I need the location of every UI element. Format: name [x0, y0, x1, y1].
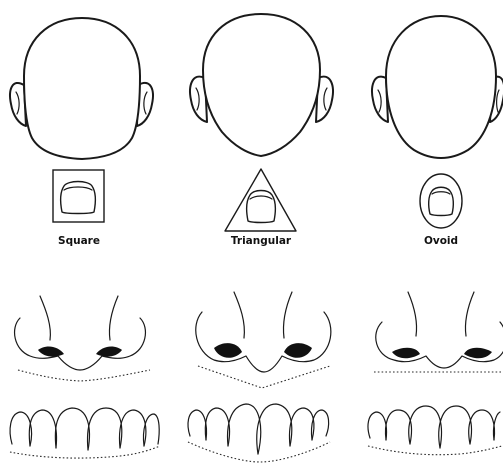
baseline-dots	[198, 366, 330, 388]
tooth	[439, 406, 472, 448]
tooth-outline	[247, 191, 276, 223]
tooth	[290, 408, 314, 446]
tooth	[368, 412, 387, 440]
tooth	[409, 406, 442, 448]
tooth	[120, 410, 146, 448]
nostril-left	[392, 348, 420, 359]
teeth-square	[10, 408, 160, 458]
tooth	[257, 404, 292, 454]
head-outline	[203, 14, 320, 156]
caption-square: Square	[58, 235, 100, 247]
nostril-right	[96, 347, 122, 357]
tooth	[386, 410, 412, 444]
tooth	[10, 412, 31, 446]
nose-triangular	[196, 292, 331, 388]
head-ovoid	[372, 16, 503, 158]
tooth	[188, 410, 207, 440]
nostril-left	[214, 343, 242, 358]
tooth	[228, 404, 261, 454]
teeth-ovoid	[368, 406, 502, 455]
teeth-triangular	[188, 404, 330, 462]
head-triangular	[190, 14, 333, 156]
caption-ovoid: Ovoid	[424, 235, 458, 247]
head-outline	[386, 16, 496, 158]
nose-square	[15, 296, 150, 381]
oval-icon	[420, 174, 462, 228]
nostril-left	[38, 347, 64, 357]
nostril-right	[464, 348, 492, 359]
tooth	[205, 408, 229, 446]
tooth	[88, 408, 122, 450]
head-square	[10, 18, 153, 159]
nostril-right	[284, 343, 312, 358]
caption-triangular: Triangular	[231, 235, 292, 247]
tooth	[469, 410, 495, 444]
square-icon	[53, 170, 104, 222]
tooth	[55, 408, 89, 450]
tooth-outline	[61, 182, 96, 214]
head-outline	[24, 18, 140, 159]
tooth	[29, 410, 56, 448]
baseline-dots	[18, 370, 150, 381]
nose-ovoid	[374, 292, 503, 372]
triangle-icon	[225, 169, 296, 231]
